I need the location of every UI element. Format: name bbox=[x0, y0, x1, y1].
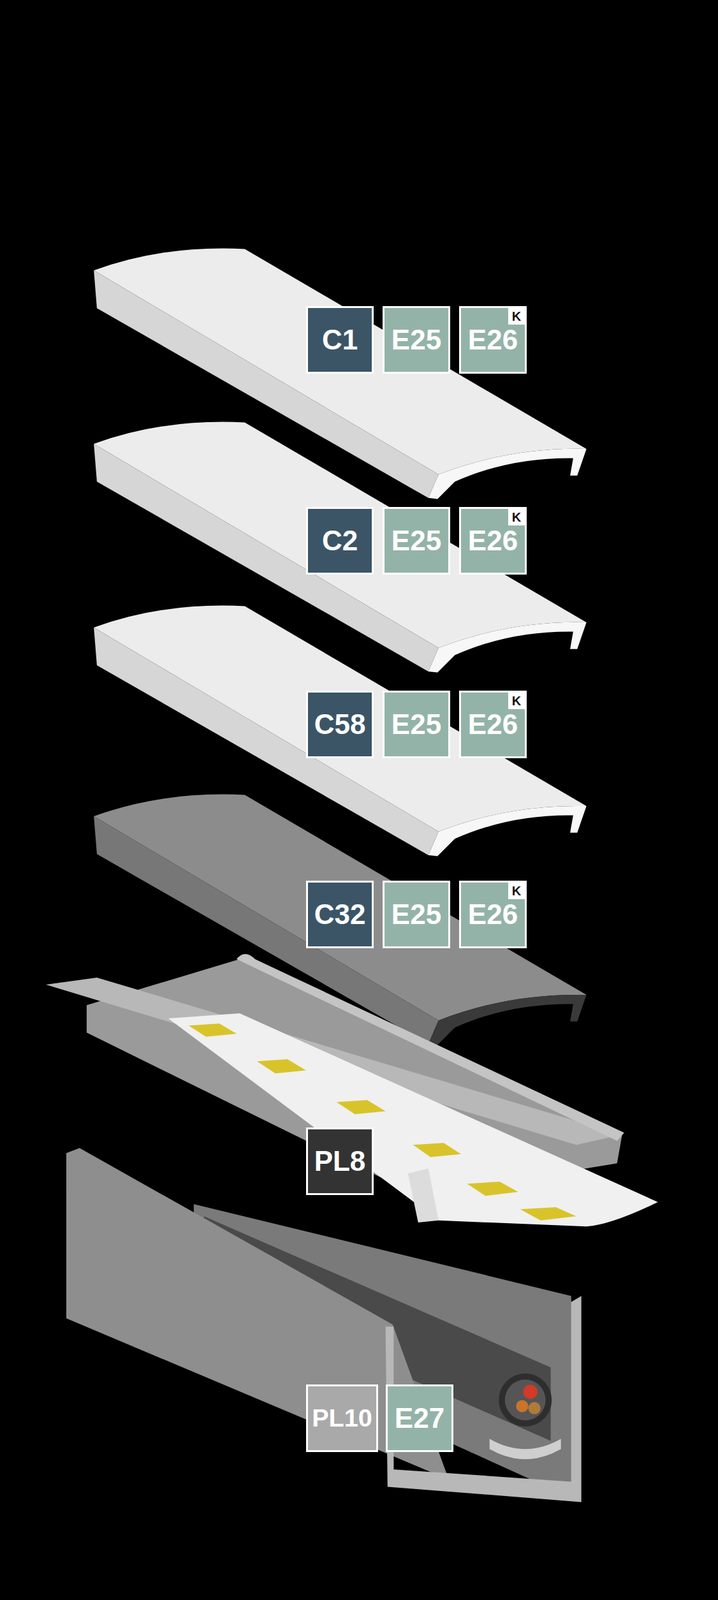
badge-code: E25 bbox=[391, 526, 442, 555]
code-badge: C1 bbox=[306, 306, 374, 374]
badge-code: PL10 bbox=[311, 1405, 373, 1431]
code-badge: E26 K bbox=[459, 690, 527, 759]
code-badge: E26 K bbox=[459, 880, 527, 949]
code-badge: PL8 bbox=[306, 1127, 374, 1195]
badge-code: E26 bbox=[468, 526, 518, 555]
tag-letter: K bbox=[512, 510, 521, 524]
profile-pl10 bbox=[66, 1147, 582, 1502]
badge-code: C1 bbox=[322, 325, 358, 354]
code-badge: C58 bbox=[306, 690, 374, 759]
code-badge: E26 K bbox=[459, 506, 527, 575]
badge-code: C32 bbox=[314, 900, 367, 929]
badge-code: E26 bbox=[468, 325, 518, 354]
badge-code: E26 bbox=[468, 900, 518, 929]
corner-tag: K bbox=[508, 692, 525, 710]
corner-tag: K bbox=[508, 307, 525, 325]
corner-tag: K bbox=[508, 508, 525, 526]
code-badge: C32 bbox=[306, 880, 374, 949]
code-badge: E25 bbox=[382, 880, 451, 949]
code-badge: C2 bbox=[306, 506, 374, 575]
badge-code: E25 bbox=[391, 710, 442, 739]
code-badge: E25 bbox=[382, 690, 451, 759]
badge-code: PL8 bbox=[314, 1147, 367, 1176]
code-badge: E26 K bbox=[459, 306, 527, 374]
code-badge: E25 bbox=[382, 506, 451, 575]
badge-code: E25 bbox=[391, 900, 442, 929]
badge-code: E25 bbox=[391, 325, 442, 354]
tag-letter: K bbox=[512, 884, 521, 898]
tag-letter: K bbox=[512, 309, 521, 323]
corner-tag: K bbox=[508, 882, 525, 900]
badge-code: E27 bbox=[394, 1404, 445, 1433]
code-badge: E25 bbox=[382, 306, 451, 374]
code-badge: PL10 bbox=[306, 1384, 379, 1452]
badge-code: C2 bbox=[322, 526, 358, 555]
code-badge: E27 bbox=[385, 1384, 454, 1452]
tag-letter: K bbox=[512, 694, 521, 708]
badge-code: C58 bbox=[314, 710, 367, 739]
badge-code: E26 bbox=[468, 710, 518, 739]
